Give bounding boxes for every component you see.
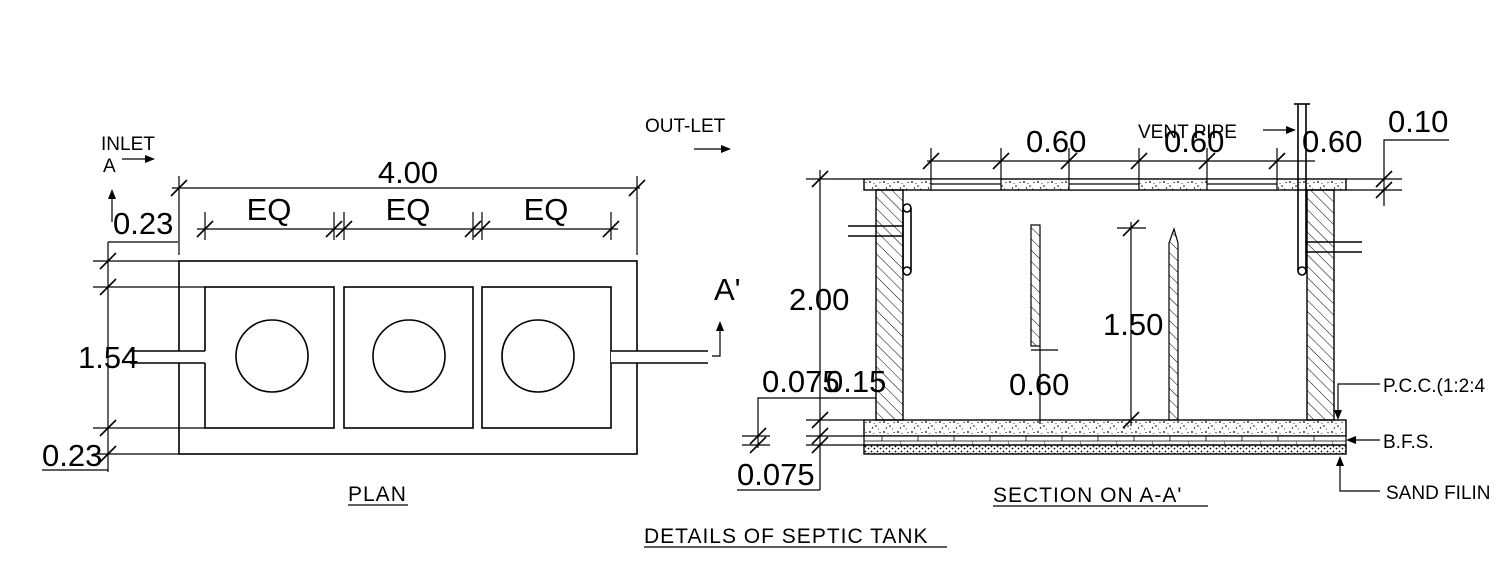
plan-length-label: 4.00 [378, 155, 438, 190]
plan-width-dimension [42, 241, 205, 472]
height-dimension [737, 170, 864, 491]
bfs-leader [1346, 436, 1380, 444]
plan-inlet-pipe [130, 350, 206, 364]
layer-1-label: 0.075 [762, 364, 840, 399]
pcc-layer [863, 419, 1347, 437]
plan-caption: PLAN [348, 483, 407, 506]
base-layer-dimension [742, 397, 876, 454]
sand-filling [863, 444, 1347, 455]
vent-pipe-arrow [1263, 126, 1296, 134]
brick-flat-soling [863, 435, 1347, 446]
plan-chamber-1 [204, 286, 335, 429]
plan-top-wall-label: 0.23 [113, 206, 173, 241]
plan-chamber-2 [343, 286, 474, 429]
baffle-height-label: 1.50 [1103, 307, 1163, 342]
layer-3-label: 0.075 [737, 457, 815, 492]
slab-thickness-dimension [1346, 139, 1449, 206]
plan-length-dimension [170, 176, 646, 255]
plan-bay-dimension [196, 212, 620, 240]
plan-bay-3-label: EQ [524, 192, 569, 227]
layer-2-label: 0.15 [826, 364, 886, 399]
left-wall [875, 189, 904, 421]
baffle-gap-dimension [1031, 346, 1058, 424]
section-marker-a: A [103, 156, 116, 177]
plan-outlet-label: OUT-LET [645, 116, 726, 137]
bfs-label: B.F.S. [1383, 432, 1434, 453]
drawing-title: DETAILS OF SEPTIC TANK [644, 525, 929, 548]
section-inlet-pipe [848, 203, 912, 276]
plan-manhole-1 [235, 319, 309, 393]
plan-manhole-3 [501, 319, 575, 393]
plan-bay-2-label: EQ [386, 192, 431, 227]
baffle-height-dimension [1117, 219, 1146, 429]
inlet-arrow [108, 155, 155, 222]
slab-openings [930, 178, 1278, 191]
section-view: VENT PIPE 0.60 0.60 0.60 [737, 103, 1491, 507]
plan-width-label: 1.54 [78, 340, 138, 375]
baffle-wall-2 [1168, 227, 1179, 421]
vent-pipe-label: VENT PIPE [1138, 122, 1237, 143]
height-label: 2.00 [789, 282, 849, 317]
plan-bottom-wall-label: 0.23 [42, 438, 102, 473]
pcc-leader [1334, 383, 1380, 420]
baffle-gap-label: 0.60 [1009, 367, 1069, 402]
opening-2-label: 0.60 [1164, 124, 1224, 159]
section-outlet-pipe [1294, 103, 1362, 276]
plan-outlet-pipe [611, 350, 708, 364]
outlet-arrow [694, 145, 731, 357]
baffle-wall-1 [1030, 224, 1041, 347]
pcc-label: P.C.C.(1:2:4 [1383, 376, 1486, 397]
sand-label: SAND FILIN [1386, 483, 1491, 504]
plan-bay-1-label: EQ [247, 192, 292, 227]
section-marker-a-prime: A' [714, 272, 741, 307]
slab-thickness-label: 0.10 [1388, 104, 1448, 139]
section-caption: SECTION ON A-A' [993, 484, 1182, 507]
plan-inlet-label: INLET [101, 134, 155, 155]
plan-outer-wall [178, 260, 638, 455]
plan-view: 4.00 EQ EQ EQ [42, 116, 741, 506]
plan-manhole-2 [372, 319, 446, 393]
sand-leader [1336, 456, 1380, 492]
opening-1-label: 0.60 [1026, 124, 1086, 159]
right-wall [1306, 189, 1335, 421]
opening-dimension [922, 148, 1315, 179]
opening-3-label: 0.60 [1302, 124, 1362, 159]
